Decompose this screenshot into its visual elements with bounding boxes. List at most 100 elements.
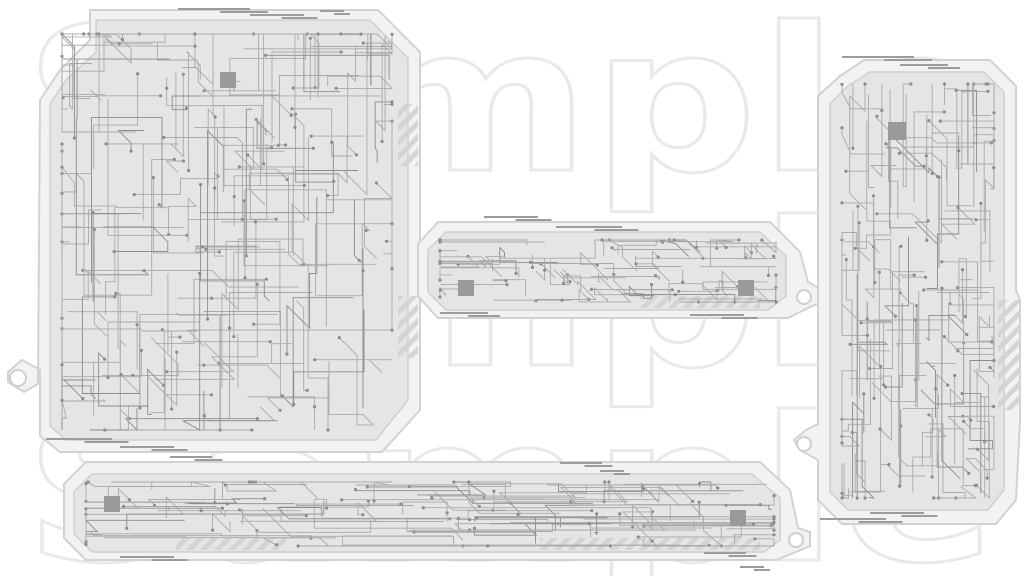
- trace-end-pad: [961, 268, 964, 271]
- trace-end-pad: [840, 83, 843, 86]
- trace-end-pad: [708, 544, 711, 547]
- ring-connector-icon: [797, 437, 811, 451]
- trace-end-pad: [313, 358, 316, 361]
- hatch-stripes-icon: [398, 296, 418, 358]
- trace-end-pad: [138, 406, 141, 409]
- trace-end-pad: [618, 512, 621, 515]
- label-bar: [195, 459, 223, 461]
- trace-end-pad: [681, 281, 684, 284]
- trace-end-pad: [862, 392, 865, 395]
- hatch-stripes-icon: [540, 538, 760, 550]
- trace-end-pad: [175, 351, 178, 354]
- chip-icon: [458, 280, 474, 296]
- trace-end-pad: [142, 269, 145, 272]
- trace-end-pad: [964, 315, 967, 318]
- label-bar: [729, 555, 757, 557]
- trace-end-pad: [992, 166, 995, 169]
- trace-end-pad: [716, 486, 719, 489]
- trace-end-pad: [851, 147, 854, 150]
- trace-end-pad: [385, 240, 388, 243]
- trace-end-pad: [256, 417, 259, 420]
- label-bar: [902, 515, 938, 517]
- trace-end-pad: [84, 507, 87, 510]
- trace-end-pad: [603, 480, 606, 483]
- trace-end-pad: [354, 488, 357, 491]
- trace-end-pad: [203, 414, 206, 417]
- label-bar: [704, 552, 746, 554]
- trace-end-pad: [390, 33, 393, 36]
- trace-end-pad: [772, 515, 775, 518]
- chip-icon: [738, 280, 754, 296]
- trace-end-pad: [854, 247, 857, 250]
- trace-end-pad: [310, 135, 313, 138]
- trace-end-pad: [185, 106, 188, 109]
- trace-end-pad: [243, 276, 246, 279]
- trace-end-pad: [884, 386, 887, 389]
- trace-end-pad: [752, 523, 755, 526]
- trace-end-pad: [986, 90, 989, 93]
- trace-end-pad: [473, 527, 476, 530]
- trace-end-pad: [390, 103, 393, 106]
- trace-end-pad: [925, 154, 928, 157]
- trace-end-pad: [104, 142, 107, 145]
- trace-end-pad: [543, 269, 546, 272]
- trace-end-pad: [956, 349, 959, 352]
- trace-end-pad: [199, 183, 202, 186]
- trace-end-pad: [201, 245, 204, 248]
- trace-end-pad: [878, 271, 881, 274]
- trace-end-pad: [325, 507, 328, 510]
- trace-end-pad: [856, 496, 859, 499]
- trace-end-pad: [312, 147, 315, 150]
- trace-end-pad: [691, 500, 694, 503]
- trace-end-pad: [114, 292, 117, 295]
- trace-end-pad: [939, 120, 942, 123]
- trace-end-pad: [118, 42, 121, 45]
- trace-end-pad: [931, 475, 934, 478]
- trace-end-pad: [609, 544, 612, 547]
- trace-end-pad: [81, 397, 84, 400]
- trace-end-pad: [957, 149, 960, 152]
- trace-end-pad: [517, 513, 520, 516]
- trace-end-pad: [204, 248, 207, 251]
- trace-end-pad: [359, 33, 362, 36]
- trace-end-pad: [884, 142, 887, 145]
- trace-end-pad: [340, 498, 343, 501]
- trace-end-pad: [254, 220, 257, 223]
- trace-end-pad: [122, 505, 125, 508]
- trace-end-pad: [265, 278, 268, 281]
- label-bar: [820, 518, 886, 520]
- trace-end-pad: [221, 507, 224, 510]
- trace-end-pad: [504, 279, 507, 282]
- trace-end-pad: [569, 280, 572, 283]
- label-bar: [928, 67, 960, 69]
- trace-end-pad: [962, 420, 965, 423]
- trace-end-pad: [588, 522, 591, 525]
- panel-large-left: [8, 10, 420, 452]
- trace-end-pad: [159, 94, 162, 97]
- trace-end-pad: [128, 498, 131, 501]
- trace-end-pad: [390, 267, 393, 270]
- trace-end-pad: [974, 218, 977, 221]
- label-bar: [690, 314, 744, 316]
- label-bar: [320, 10, 344, 12]
- label-bar: [560, 462, 602, 464]
- trace-end-pad: [925, 239, 928, 242]
- trace-end-pad: [438, 262, 441, 265]
- trace-end-pad: [270, 146, 273, 149]
- trace-end-pad: [943, 110, 946, 113]
- trace-end-pad: [293, 126, 296, 129]
- label-bar: [220, 11, 268, 13]
- trace-end-pad: [601, 238, 604, 241]
- trace-end-pad: [873, 397, 876, 400]
- trace-end-pad: [966, 82, 969, 85]
- trace-end-pad: [492, 490, 495, 493]
- trace-end-pad: [206, 318, 209, 321]
- trace-end-pad: [198, 272, 201, 275]
- trace-end-pad: [774, 274, 777, 277]
- trace-end-pad: [285, 353, 288, 356]
- trace-end-pad: [851, 431, 854, 434]
- trace-end-pad: [913, 274, 916, 277]
- trace-end-pad: [292, 403, 295, 406]
- trace-end-pad: [355, 153, 358, 156]
- trace-end-pad: [992, 111, 995, 114]
